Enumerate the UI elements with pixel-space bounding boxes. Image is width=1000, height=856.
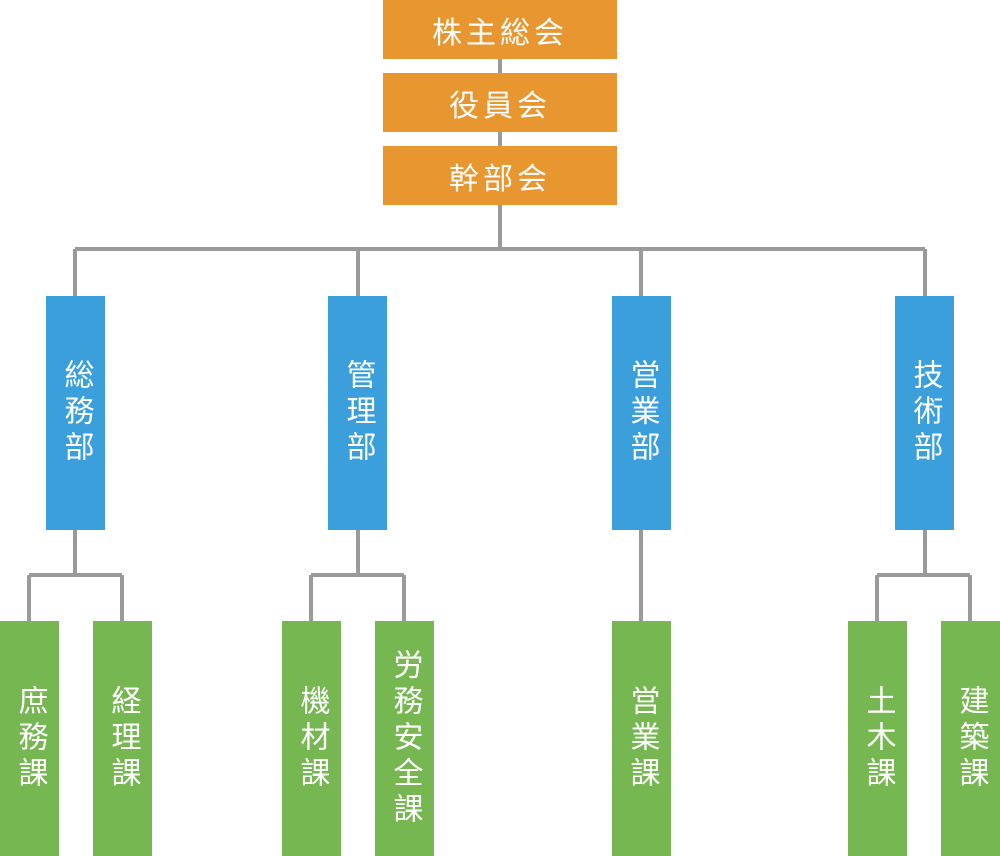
node-label: 土木課 (860, 684, 896, 793)
node-label: 労務安全課 (387, 648, 423, 829)
node-label: 庶務課 (12, 684, 48, 793)
node-label: 営業部 (624, 359, 660, 467)
node-label: 営業課 (624, 684, 660, 793)
node-label: 幹部会 (449, 161, 551, 197)
node-section-accounting: 経理課 (93, 621, 152, 856)
node-department-engineering: 技術部 (895, 296, 954, 530)
node-board-meeting: 役員会 (383, 73, 617, 132)
node-department-management: 管理部 (328, 296, 387, 530)
node-department-general-affairs: 総務部 (46, 296, 105, 530)
node-label: 建築課 (953, 684, 989, 793)
node-label: 役員会 (449, 88, 551, 124)
node-department-sales: 営業部 (612, 296, 671, 530)
node-section-sales: 営業課 (612, 621, 671, 856)
node-section-labor-safety: 労務安全課 (375, 621, 434, 856)
node-section-architecture: 建築課 (941, 621, 1000, 856)
node-executive-meeting: 幹部会 (383, 146, 617, 205)
node-label: 管理部 (340, 359, 376, 467)
node-section-civil-engineering: 土木課 (848, 621, 907, 856)
node-section-clerical: 庶務課 (0, 621, 59, 856)
node-label: 総務部 (58, 359, 94, 467)
node-label: 株主総会 (432, 15, 568, 51)
node-label: 機材課 (294, 684, 330, 793)
node-shareholders-meeting: 株主総会 (383, 0, 617, 59)
node-section-equipment: 機材課 (282, 621, 341, 856)
node-label: 技術部 (907, 359, 943, 467)
node-label: 経理課 (105, 684, 141, 793)
